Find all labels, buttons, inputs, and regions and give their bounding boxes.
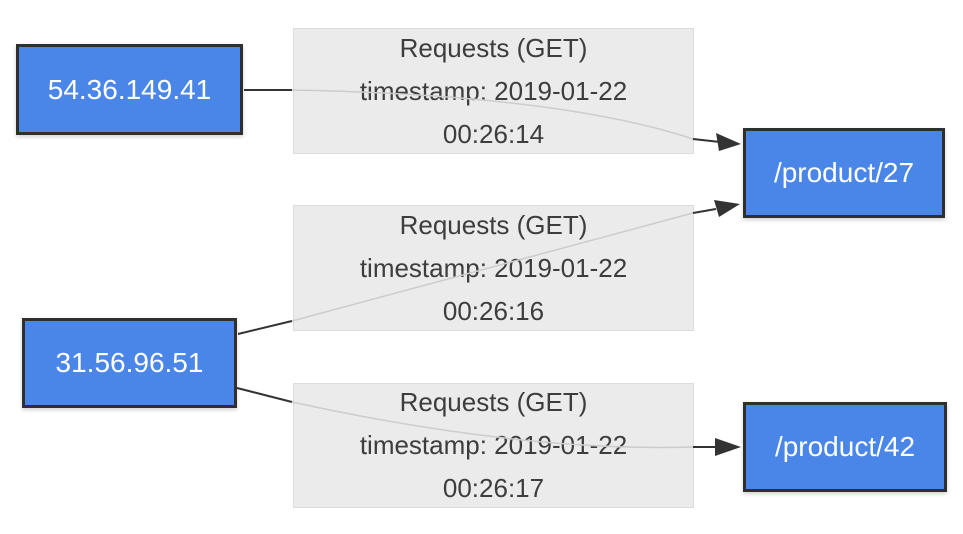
url-label: /product/42: [774, 431, 916, 462]
request-node-1[interactable]: Requests (GET) timestamp: 2019-01-22 00:…: [293, 28, 694, 154]
url-label: /product/27: [773, 157, 915, 188]
request-title: Requests (GET): [399, 209, 588, 240]
edge1-arrowhead-icon: [716, 133, 741, 151]
request-timestamp-date: timestamp: 2019-01-22: [359, 75, 628, 106]
node-product-page-42[interactable]: /product/42: [743, 402, 947, 492]
request-timestamp-date: timestamp: 2019-01-22: [359, 430, 628, 460]
edge3-source-segment: [236, 387, 293, 403]
request-title: Requests (GET): [399, 32, 588, 63]
edge2-source-segment: [237, 320, 293, 335]
ip-label: 31.56.96.51: [55, 347, 204, 378]
edge2-target-segment: [692, 208, 717, 214]
request-timestamp-date: timestamp: 2019-01-22: [359, 252, 628, 283]
node-ip-address-1[interactable]: 54.36.149.41: [16, 44, 243, 135]
request-title: Requests (GET): [399, 387, 588, 417]
node-ip-address-2[interactable]: 31.56.96.51: [22, 318, 237, 408]
edge3-arrowhead-icon: [715, 438, 741, 456]
request-timestamp-time: 00:26:16: [442, 295, 545, 326]
edge1-target-segment: [692, 138, 721, 143]
edge2-arrowhead-icon: [714, 200, 740, 217]
request-timestamp-time: 00:26:14: [442, 118, 545, 149]
request-node-2[interactable]: Requests (GET) timestamp: 2019-01-22 00:…: [293, 205, 694, 331]
request-node-3[interactable]: Requests (GET) timestamp: 2019-01-22 00:…: [293, 383, 694, 508]
request-timestamp-time: 00:26:17: [442, 473, 545, 503]
ip-label: 54.36.149.41: [47, 73, 212, 105]
node-product-page-27[interactable]: /product/27: [743, 128, 945, 218]
